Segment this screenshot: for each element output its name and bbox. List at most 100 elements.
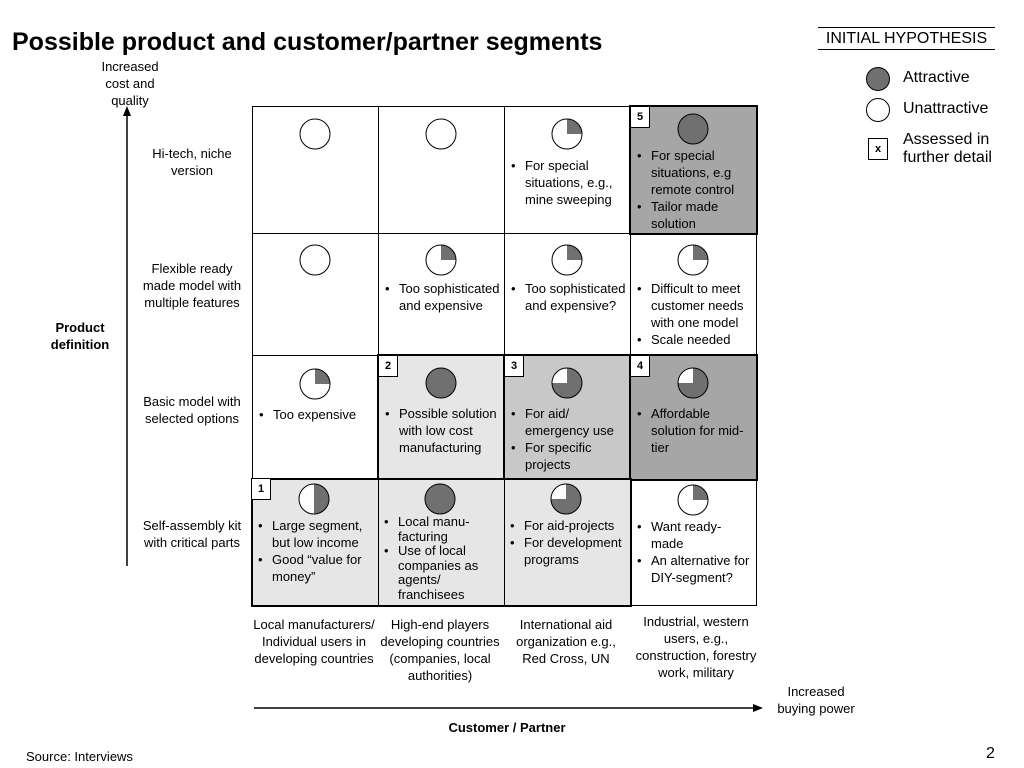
x-axis-end-label: Increased buying power (777, 684, 855, 716)
cell-bullets: Difficult to meet customer needs with on… (637, 280, 752, 348)
cell-bullets: For special situations, e.g., mine sweep… (511, 157, 626, 208)
bullet-item: Difficult to meet customer needs with on… (637, 280, 752, 331)
harvey-ball-background (426, 368, 456, 398)
cell-bullets: For aid/ emergency use For specific proj… (511, 405, 626, 473)
cell-divider (504, 479, 505, 606)
harvey-ball-icon (551, 244, 583, 276)
matrix-cell: Want ready-made An alternative for DIY-s… (630, 479, 757, 606)
harvey-ball-background (300, 119, 330, 149)
harvey-ball-outline (425, 118, 457, 150)
harvey-ball-background (426, 119, 456, 149)
matrix-cell-3: 3 For aid/ emergency use For specific pr… (503, 354, 632, 481)
bullet-item: For special situations, e.g remote contr… (637, 147, 752, 198)
cell-bullets: For aid-projects For development program… (510, 517, 627, 568)
matrix-cell (252, 106, 379, 234)
page-title: Possible product and customer/partner se… (12, 28, 603, 56)
cell-bullets: Large segment, but low income Good “valu… (258, 517, 375, 585)
harvey-ball-icon (677, 113, 709, 145)
column-label-high-end: High-end players developing countries (c… (380, 617, 500, 683)
harvey-ball-outline (677, 244, 709, 276)
harvey-ball-fill (567, 245, 582, 260)
matrix-cell: Too expensive (252, 355, 379, 480)
harvey-ball-background (425, 484, 455, 514)
legend-unattractive-label: Unattractive (903, 100, 989, 117)
harvey-ball-icon (425, 244, 457, 276)
bullet-item: Good “value for money” (258, 551, 375, 585)
harvey-ball-outline (425, 367, 457, 399)
cell-bullets: Too sophisticated and expensive (385, 280, 500, 314)
harvey-ball-fill (441, 245, 456, 260)
filled-circle-icon (866, 67, 890, 91)
harvey-ball-icon (550, 483, 582, 515)
matrix-cell-4: 4 Affordable solution for mid-tier (629, 354, 758, 481)
harvey-ball-icon (677, 484, 709, 516)
cell-bullets: For special situations, e.g remote contr… (637, 147, 752, 232)
page-number: 2 (986, 745, 995, 762)
x-axis-label: Customer / Partner (448, 720, 566, 735)
bullet-item: Use of local companies as agents/ franch… (384, 543, 501, 602)
bullet-item: For specific projects (511, 439, 626, 473)
harvey-ball-outline (425, 244, 457, 276)
bullet-item: An alternative for DIY-segment? (637, 552, 752, 586)
harvey-ball-fill (551, 484, 581, 514)
matrix-cell (378, 106, 505, 234)
matrix-cell: For aid-projects For development program… (504, 479, 631, 606)
harvey-ball-icon (677, 244, 709, 276)
bullet-item: Affordable solution for mid-tier (637, 405, 752, 456)
harvey-ball-outline (677, 113, 709, 145)
matrix-cell: For special situations, e.g., mine sweep… (504, 106, 631, 234)
cell-number-badge: 1 (252, 479, 271, 500)
harvey-ball-fill (678, 368, 708, 398)
harvey-ball-outline (677, 367, 709, 399)
hypothesis-label: INITIAL HYPOTHESIS (818, 27, 995, 50)
bullet-item: For aid/ emergency use (511, 405, 626, 439)
matrix-cell: Local manu-facturing Use of local compan… (378, 479, 505, 606)
row-label-hi-tech: Hi-tech, niche version (152, 146, 232, 178)
bullet-item: Local manu-facturing (384, 514, 501, 544)
matrix-cell: Difficult to meet customer needs with on… (630, 233, 757, 356)
bullet-item: Want ready-made (637, 518, 752, 552)
bullet-item: Tailor made solution (637, 198, 752, 232)
bullet-item: Possible solution with low cost manufact… (385, 405, 500, 456)
harvey-ball-icon (299, 244, 331, 276)
harvey-ball-icon (551, 367, 583, 399)
harvey-ball-icon (425, 118, 457, 150)
harvey-ball-background (300, 245, 330, 275)
bullet-item: Too sophisticated and expensive (385, 280, 500, 314)
matrix-cell-2: 2 Possible solution with low cost manufa… (377, 354, 506, 481)
harvey-ball-icon (551, 118, 583, 150)
harvey-ball-fill (567, 119, 582, 134)
harvey-ball-outline (550, 483, 582, 515)
cell-number-badge: 5 (631, 107, 650, 128)
harvey-ball-outline (551, 118, 583, 150)
harvey-ball-fill (552, 368, 582, 398)
cell-bullets: Too expensive (259, 406, 374, 423)
legend-assessed-label: Assessed in further detail (903, 131, 992, 166)
harvey-ball-fill (693, 485, 708, 500)
cell-bullets: Too sophisticated and expensive? (511, 280, 626, 314)
y-axis-label: Product definition (50, 320, 110, 352)
column-label-aid-org: International aid organization e.g., Red… (516, 617, 616, 666)
harvey-ball-icon (298, 483, 330, 515)
harvey-ball-outline (551, 367, 583, 399)
bullet-item: For development programs (510, 534, 627, 568)
matrix-cell (252, 233, 379, 356)
y-axis-arrow (123, 106, 131, 566)
bullet-item: Large segment, but low income (258, 517, 375, 551)
harvey-ball-fill (314, 484, 329, 514)
matrix-cell: Too sophisticated and expensive? (504, 233, 631, 356)
matrix-cell-5: 5 For special situations, e.g remote con… (629, 105, 758, 235)
matrix-cell: Too sophisticated and expensive (378, 233, 505, 356)
source-note: Source: Interviews (26, 749, 133, 764)
harvey-ball-outline (551, 244, 583, 276)
matrix-cell-1: 1 Large segment, but low income Good “va… (252, 479, 379, 606)
bullet-item: For aid-projects (510, 517, 627, 534)
column-label-industrial: Industrial, western users, e.g., constru… (635, 614, 757, 680)
x-axis-arrow (254, 704, 763, 712)
column-label-local: Local manufacturers/ Individual users in… (253, 617, 375, 666)
harvey-ball-background (678, 114, 708, 144)
legend-attractive-label: Attractive (903, 69, 970, 86)
harvey-ball-icon (299, 118, 331, 150)
harvey-ball-fill (315, 369, 330, 384)
harvey-ball-outline (298, 483, 330, 515)
